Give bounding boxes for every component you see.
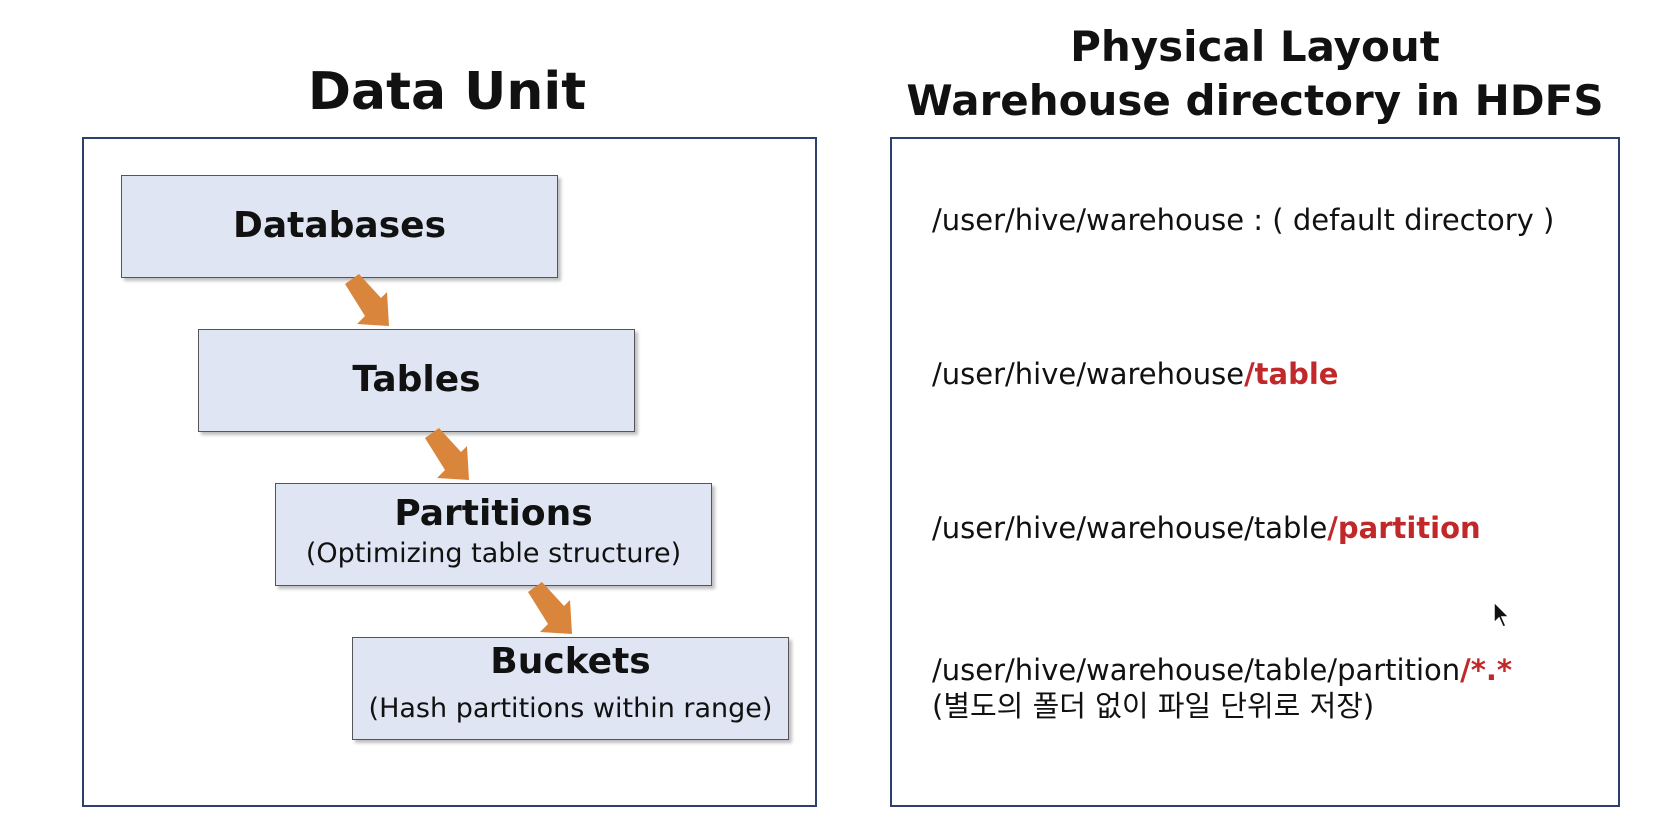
- partitions-subtitle: (Optimizing table structure): [305, 538, 682, 569]
- buckets-box: Buckets (Hash partitions within range): [352, 637, 789, 740]
- mouse-cursor-icon: [1493, 601, 1511, 628]
- path-2-highlight: /table: [1244, 357, 1339, 391]
- path-4-base: /user/hive/warehouse/table/partition: [932, 653, 1461, 687]
- databases-box: Databases: [121, 175, 558, 278]
- path-files: /user/hive/warehouse/table/partition/*.*: [932, 652, 1512, 688]
- down-right-arrow-icon: [345, 274, 389, 326]
- physical-layout-title-line1: Physical Layout: [1070, 22, 1440, 71]
- buckets-label: Buckets: [490, 641, 651, 682]
- physical-layout-title: Physical Layout Warehouse directory in H…: [890, 20, 1620, 128]
- path-3-base: /user/hive/warehouse/table: [932, 511, 1328, 545]
- data-unit-title: Data Unit: [307, 62, 587, 122]
- physical-layout-title-line2: Warehouse directory in HDFS: [906, 76, 1604, 125]
- physical-layout-panel: [890, 137, 1620, 807]
- down-right-arrow-icon: [425, 428, 469, 480]
- path-table: /user/hive/warehouse/table: [932, 356, 1338, 392]
- path-partition: /user/hive/warehouse/table/partition: [932, 510, 1481, 546]
- path-default-directory: /user/hive/warehouse : ( default directo…: [932, 202, 1554, 238]
- databases-label: Databases: [232, 205, 446, 246]
- partitions-label: Partitions: [394, 493, 593, 534]
- path-4-highlight: /*.*: [1460, 653, 1513, 687]
- path-files-note: (별도의 폴더 없이 파일 단위로 저장): [932, 689, 1375, 723]
- path-1-base: /user/hive/warehouse : ( default directo…: [932, 203, 1555, 237]
- tables-label: Tables: [352, 359, 481, 400]
- down-right-arrow-icon: [528, 582, 572, 634]
- buckets-subtitle: (Hash partitions within range): [368, 693, 773, 724]
- tables-box: Tables: [198, 329, 635, 432]
- path-2-base: /user/hive/warehouse: [932, 357, 1245, 391]
- partitions-box: Partitions (Optimizing table structure): [275, 483, 712, 586]
- path-3-highlight: /partition: [1327, 511, 1481, 545]
